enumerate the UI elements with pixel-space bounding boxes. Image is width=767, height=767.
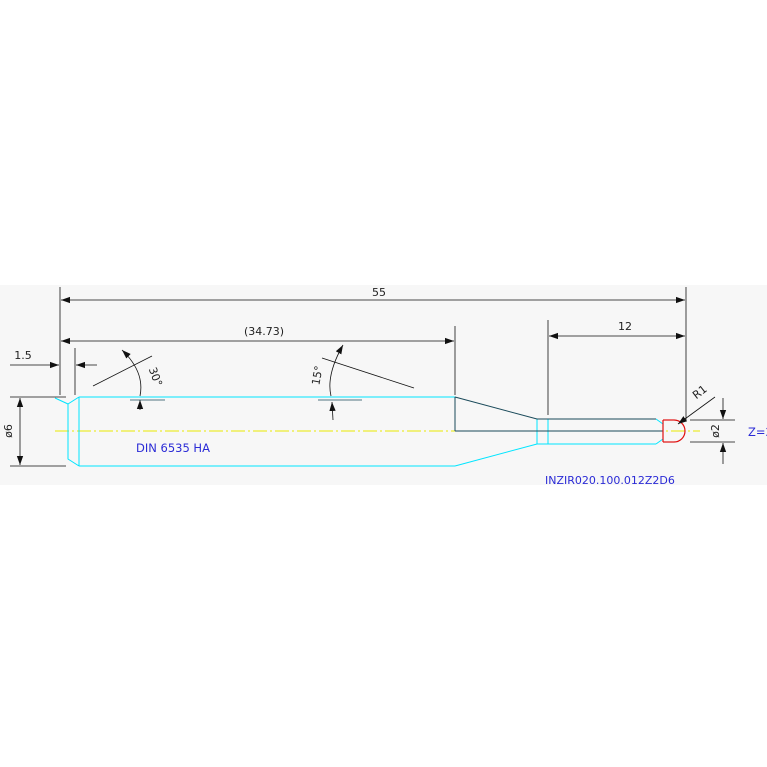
extension-lines: [10, 287, 735, 467]
dim-corner-radius-text: R1: [690, 383, 710, 402]
shank-standard-note: DIN 6535 HA: [136, 441, 210, 455]
dim-chamfer-length-text: 1.5: [14, 349, 32, 362]
drawing-background: [0, 285, 767, 485]
dim-cutting-length-text: 12: [618, 320, 632, 333]
part-number-note: INZIR020.100.012Z2D6: [545, 474, 675, 487]
neck-outline: [454, 418, 664, 467]
angle-15-annotation: [318, 344, 415, 421]
dim-angle-15-text: 15°: [309, 365, 325, 386]
angle-30-annotation: [92, 349, 165, 410]
dim-angle-30-text: 30°: [146, 365, 165, 388]
tool-tip: [662, 419, 686, 443]
dim-shank-length-text: (34.73): [244, 325, 284, 338]
flutes-note: Z=2: [748, 425, 767, 439]
dim-cutter-diameter-text: ø2: [709, 424, 722, 438]
neck-edges: [454, 396, 663, 432]
dim-overall-length-text: 55: [372, 286, 386, 299]
dim-shank-diameter-text: ø6: [2, 424, 15, 438]
shank-outline: [54, 396, 455, 467]
dimension-lines: [10, 296, 727, 465]
dim-radius-leader: [677, 396, 716, 425]
